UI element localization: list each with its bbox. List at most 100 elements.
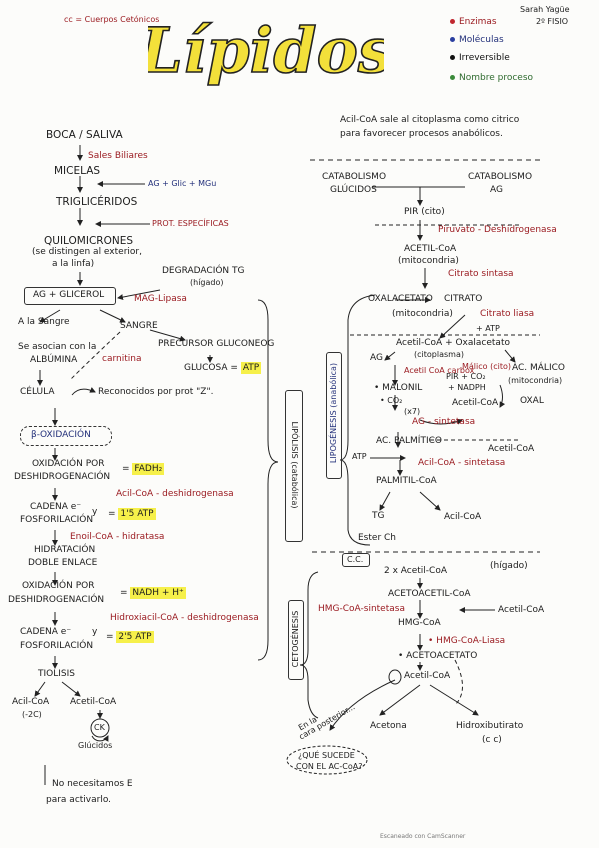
se-asocian: Se asocian con la xyxy=(18,342,97,352)
palmitil-coa: PALMITIL-CoA xyxy=(376,476,437,486)
carnitina: carnitina xyxy=(102,354,142,364)
hidratacion: HIDRATACIÓN xyxy=(34,545,96,555)
enzyme-hidroxiacil: Hidroxiacil-CoA - deshidrogenasa xyxy=(110,613,259,623)
nadph: + NADPH xyxy=(448,383,486,392)
degradacion-tg: DEGRADACIÓN TG xyxy=(162,266,245,276)
ac-palmitico: AC. PALMÍTICO xyxy=(376,436,442,446)
beta-oxidacion-title: β-OXIDACIÓN xyxy=(31,430,91,440)
atp-in: ATP xyxy=(352,452,367,461)
fadh2: = FADH₂ xyxy=(122,463,165,475)
boca-saliva: BOCA / SALIVA xyxy=(46,129,123,141)
lipolisis-label: LIPÓLISIS (catabólica) xyxy=(290,421,299,509)
bullet-icon xyxy=(450,75,455,80)
nadh: = NADH + H⁺ xyxy=(120,587,186,599)
citrato-liasa: Citrato liasa xyxy=(480,309,535,319)
ester-ch: Ester Ch xyxy=(358,533,396,543)
legend-item: Irreversible xyxy=(450,54,510,63)
citrato: CITRATO xyxy=(444,294,483,304)
x7: (x7) xyxy=(404,407,421,416)
fosforilacion-2: FOSFORILACIÓN xyxy=(20,641,94,651)
atp-1: = 1'5 ATP xyxy=(108,508,156,520)
tiolisis: TIOLISIS xyxy=(38,669,75,679)
bullet-icon xyxy=(450,55,455,60)
pir-cito: PIR (cito) xyxy=(404,207,445,217)
quilomicrones: QUILOMICRONES xyxy=(44,235,133,247)
atp-plus: + ATP xyxy=(476,324,500,333)
oxidacion-2: OXIDACIÓN POR xyxy=(22,581,95,591)
course-label: 2º FISIO xyxy=(536,17,569,26)
note-activarlo: para activarlo. xyxy=(46,795,112,805)
cc-label: C.C. xyxy=(347,555,364,564)
catab-ag-b: AG xyxy=(490,185,503,195)
bullet-icon xyxy=(450,19,455,24)
atp-highlight: ATP xyxy=(240,362,262,374)
acetil-in: Acetil-CoA xyxy=(498,605,545,615)
legend-item: Nombre proceso xyxy=(450,74,533,83)
two-acetil: 2 x Acetil-CoA xyxy=(384,566,447,576)
ck-label: CK xyxy=(94,723,105,732)
deshidrogenacion-2: DESHIDROGENACIÓN xyxy=(8,595,105,605)
atp-2: = 2'5 ATP xyxy=(106,631,154,643)
question-a: ¿QUÉ SUCEDE xyxy=(298,751,355,760)
pir-co2: PIR + CO₂ xyxy=(446,372,486,381)
cadena-1: CADENA e⁻ xyxy=(30,502,82,512)
acetil-coa-cc: Acetil-CoA xyxy=(404,671,451,681)
hmg-sintetasa: HMG-CoA-sintetasa xyxy=(318,604,405,614)
catab-glucidos-b: GLÚCIDOS xyxy=(330,185,377,195)
hmg-coa: HMG-CoA xyxy=(398,618,441,628)
a-la-sangre: A la Sangre xyxy=(18,317,70,327)
micelas-inputs: AG + Glic + MGu xyxy=(148,179,217,188)
hidroxibutirato: Hidroxibutirato xyxy=(456,721,524,731)
prot-especificas: PROT. ESPECÍFICAS xyxy=(152,219,229,228)
ag-sintetasa: AG - sintetasa xyxy=(412,417,476,427)
trigliceridos: TRIGLICÉRIDOS xyxy=(56,196,138,208)
acetil-coa-out: Acetil-CoA xyxy=(70,697,117,707)
catab-ag-a: CATABOLISMO xyxy=(468,172,533,182)
bullet-icon xyxy=(450,37,455,42)
acetona: Acetona xyxy=(370,721,407,731)
quilo-note: a la linfa) xyxy=(52,259,95,269)
reconocidos-note: Reconocidos por prot "Z". xyxy=(98,387,214,397)
cetogenesis-label-box: CETOGÉNESIS xyxy=(288,600,304,680)
beta-oxidacion-box: β-OXIDACIÓN xyxy=(20,426,112,446)
precursor-gluconeog: PRECURSOR GLUCONEOG xyxy=(158,339,275,349)
abbrev-note: cc = Cuerpos Cetónicos xyxy=(64,15,160,24)
hmg-liasa: • HMG-CoA-Liasa xyxy=(428,636,506,646)
ag-label: AG xyxy=(370,353,383,363)
doble-enlace: DOBLE ENLACE xyxy=(28,558,98,568)
acil-coa-out: Acil-CoA xyxy=(12,697,50,707)
cc-box: C.C. xyxy=(342,553,370,567)
ag-glicerol: AG + GLICEROL xyxy=(33,290,105,300)
tg: TG xyxy=(372,511,385,521)
title-lettering: Lípidos xyxy=(148,13,384,88)
citrato-sintasa: Citrato sintasa xyxy=(448,269,514,279)
author-name: Sarah Yagüe xyxy=(520,5,570,14)
citoplasma-label: (citoplasma) xyxy=(414,350,464,359)
acetoacetato: • ACETOACETATO xyxy=(398,651,478,661)
scanner-footer: Escaneado con CamScanner xyxy=(380,833,466,840)
lipogenesis-label: LIPOGÉNESIS (anabólica) xyxy=(329,362,338,464)
y-2: y xyxy=(92,627,98,637)
co2: • CO₂ xyxy=(380,396,403,405)
higado-note: (hígado) xyxy=(190,278,224,287)
acetil-coa-small: Acetil-CoA xyxy=(452,398,499,408)
mag-lipasa: MAG-Lipasa xyxy=(134,294,187,304)
question-b: CON EL AC-CoA? xyxy=(296,762,363,771)
legend-item: Moléculas xyxy=(450,36,504,45)
glucosa: GLUCOSA = ATP xyxy=(184,362,262,374)
cc-small: (c c) xyxy=(482,735,502,745)
mitocondria-label: (mitocondria) xyxy=(392,309,453,319)
acil-note: (-2C) xyxy=(22,710,42,719)
fosforilacion-1: FOSFORILACIÓN xyxy=(20,515,94,525)
lipogenesis-label-box: LIPOGÉNESIS (anabólica) xyxy=(326,352,342,479)
glucidos-label: Glúcidos xyxy=(78,741,113,750)
legend-item: Enzimas xyxy=(450,18,497,27)
cadena-2: CADENA e⁻ xyxy=(20,627,72,637)
malonil: • MALONIL xyxy=(374,383,423,393)
deshidrogenacion-1: DESHIDROGENACIÓN xyxy=(14,472,111,482)
acetoacetil-coa: ACETOACETIL-CoA xyxy=(388,589,471,599)
albumina: ALBÚMINA xyxy=(30,355,78,365)
acetil-coa-right: Acetil-CoA xyxy=(488,444,535,454)
malico-cito: Málico (cito) xyxy=(462,362,511,371)
